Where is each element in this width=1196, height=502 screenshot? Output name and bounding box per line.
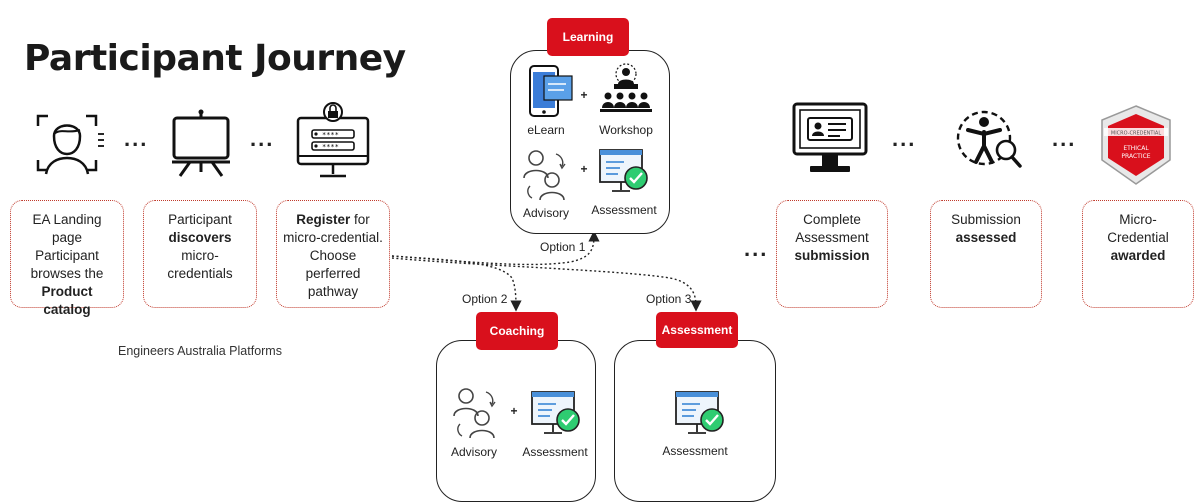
step-complete-assessment: Complete Assessment submission bbox=[776, 200, 888, 308]
step-landing-page: EA Landing page Participant browses the … bbox=[10, 200, 124, 317]
plus-sign: + bbox=[580, 162, 588, 176]
coaching-pathway-label: Coaching bbox=[476, 312, 558, 350]
monitor-profile-icon bbox=[792, 102, 868, 172]
advisory-label: Advisory bbox=[450, 445, 497, 459]
easel-board-icon bbox=[172, 109, 230, 177]
svg-text:MICRO-CREDENTIAL: MICRO-CREDENTIAL bbox=[1111, 131, 1161, 137]
step-text: Participant bbox=[35, 248, 99, 263]
assessment-screen-icon bbox=[675, 391, 724, 434]
face-scan-icon bbox=[36, 114, 104, 175]
step-text-bold: submission bbox=[794, 248, 870, 263]
connector-option-2 bbox=[391, 255, 522, 312]
step-text: Micro-Credential bbox=[1107, 212, 1169, 245]
svg-text:****: **** bbox=[322, 131, 339, 139]
monitor-lock-icon: **** **** bbox=[296, 102, 370, 178]
micro-credential-badge-icon: MICRO-CREDENTIAL ETHICAL PRACTICE bbox=[1101, 105, 1171, 185]
step-text-bold: Register bbox=[296, 212, 351, 227]
step-credential-awarded: Micro-Credential awarded bbox=[1082, 200, 1194, 308]
step-text: Complete Assessment bbox=[795, 212, 869, 245]
elearn-label: eLearn bbox=[527, 123, 565, 137]
ellipsis: ... bbox=[892, 126, 917, 151]
step-text: for micro-credential. Choose perferred p… bbox=[283, 212, 383, 299]
assessment-screen-icon bbox=[599, 149, 648, 192]
person-magnifier-icon bbox=[956, 110, 1022, 168]
step-register: Register for micro-credential. Choose pe… bbox=[276, 200, 390, 308]
workshop-icon bbox=[600, 63, 652, 112]
option-2-label: Option 2 bbox=[462, 292, 508, 306]
step-text-bold: Product catalog bbox=[41, 284, 93, 317]
step-discovers: Participant discovers micro-credentials bbox=[143, 200, 257, 308]
step-text-bold: awarded bbox=[1110, 248, 1166, 263]
elearn-tablet-icon bbox=[529, 65, 573, 117]
step-submission-assessed: Submission assessed bbox=[930, 200, 1042, 308]
step-text-bold: assessed bbox=[955, 230, 1017, 245]
assessment-label: Assessment bbox=[591, 203, 657, 217]
option-1-label: Option 1 bbox=[540, 240, 586, 254]
ellipsis: ... bbox=[124, 126, 149, 151]
advisory-label: Advisory bbox=[522, 206, 569, 220]
page-title: Participant Journey bbox=[24, 38, 406, 79]
learning-pathway-label: Learning bbox=[547, 18, 629, 56]
workshop-label: Workshop bbox=[599, 123, 653, 137]
step-text-bold: discovers bbox=[168, 230, 232, 245]
assessment-label: Assessment bbox=[522, 445, 588, 459]
assessment-screen-icon bbox=[531, 391, 580, 434]
ellipsis: ... bbox=[744, 236, 769, 261]
step-text: Submission bbox=[951, 212, 1021, 227]
plus-sign: + bbox=[580, 88, 588, 102]
ellipsis: ... bbox=[250, 126, 275, 151]
step-text: micro-credentials bbox=[167, 248, 233, 281]
step-text: Participant bbox=[168, 212, 232, 227]
step-text: EA Landing page bbox=[32, 212, 102, 245]
assessment-label: Assessment bbox=[662, 444, 728, 458]
footer-label: Engineers Australia Platforms bbox=[118, 344, 282, 358]
connector-option-1 bbox=[391, 230, 600, 266]
svg-text:ETHICAL: ETHICAL bbox=[1123, 145, 1149, 152]
svg-text:****: **** bbox=[322, 143, 339, 151]
option-3-label: Option 3 bbox=[646, 292, 692, 306]
svg-text:PRACTICE: PRACTICE bbox=[1121, 153, 1150, 160]
ellipsis: ... bbox=[1052, 126, 1077, 151]
advisory-icon bbox=[453, 388, 496, 439]
connector-option-3 bbox=[391, 257, 702, 312]
assessment-pathway-label: Assessment bbox=[656, 312, 738, 348]
plus-sign: + bbox=[510, 404, 518, 418]
advisory-icon bbox=[523, 150, 566, 201]
step-text: browses the bbox=[30, 266, 104, 281]
